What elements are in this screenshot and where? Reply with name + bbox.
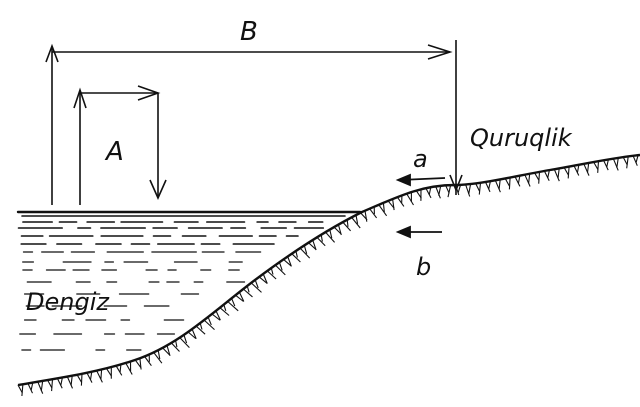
ground-hatch-stroke: [317, 237, 325, 246]
arrow-a: [398, 175, 445, 185]
ground-hatch-stroke: [365, 211, 367, 222]
ground-hatch-stroke: [594, 162, 599, 170]
ground-hatch-stroke: [617, 158, 619, 168]
ground-hatch-stroke: [176, 340, 177, 347]
ground-hatch-stroke: [623, 157, 627, 165]
ground-hatch-stroke: [352, 217, 361, 228]
arrow-b-head: [398, 227, 410, 237]
ground-hatch-stroke: [196, 326, 205, 334]
ground-hatch-stroke: [300, 248, 310, 258]
ground-hatch-stroke: [509, 178, 510, 190]
ground-hatch-stroke: [558, 168, 559, 178]
ground-hatch-stroke: [52, 379, 53, 391]
ground-hatch-stroke: [539, 172, 540, 184]
ground-hatch-stroke: [476, 183, 480, 191]
ground-hatch-stroke: [22, 384, 23, 396]
ground-hatch-stroke: [271, 268, 273, 275]
ground-hatch-stroke: [140, 358, 141, 369]
ground-hatch-stroke: [171, 343, 179, 352]
ground-hatch-stroke: [292, 254, 301, 262]
ground-hatch-stroke: [224, 305, 226, 311]
ground-hatch-stroke: [568, 167, 569, 179]
ground-hatch-stroke: [326, 232, 335, 242]
ground-hatch-stroke: [397, 197, 404, 206]
ground-hatch-stroke: [529, 174, 530, 184]
ground-hatch-stroke: [469, 184, 471, 194]
ground-hatch-stroke: [370, 209, 377, 218]
label-b: b: [416, 253, 431, 281]
ground-hatch-stroke: [379, 205, 387, 216]
ground-hatch-stroke: [18, 385, 22, 393]
label-sea: Dengiz: [26, 288, 110, 316]
ground-hatch-stroke: [48, 380, 52, 388]
arrow-a-head: [398, 175, 410, 185]
water-dashes: [19, 222, 324, 350]
ground-hatch-stroke: [126, 363, 133, 375]
ground-hatch-stroke: [220, 308, 229, 316]
ground-hatch-stroke: [588, 163, 589, 173]
ground-hatch-stroke: [627, 156, 629, 168]
label-A: A: [104, 137, 124, 167]
ground-hatch-stroke: [479, 183, 480, 195]
label-land: Quruqlik: [470, 124, 573, 152]
ground-hatch-stroke: [81, 374, 82, 386]
ground-hatch-stroke: [247, 286, 249, 292]
ground-hatch-stroke: [71, 376, 72, 386]
ground-hatch-stroke: [347, 220, 348, 227]
ground-hatch-stroke: [505, 179, 509, 187]
ground-hatch-stroke: [393, 199, 395, 210]
ground-hatch-stroke: [145, 357, 152, 366]
ground-hatch-stroke: [321, 235, 322, 242]
ground-hatch-stroke: [598, 161, 599, 173]
ground-hatching: [18, 155, 638, 396]
ground-hatch-stroke: [101, 370, 102, 380]
ground-hatch-stroke: [41, 381, 42, 391]
ground-hatch-stroke: [439, 186, 441, 196]
ground-hatch-stroke: [564, 168, 569, 176]
label-B: B: [240, 17, 258, 47]
ground-hatch-stroke: [267, 271, 276, 279]
sea-water: [18, 212, 360, 216]
ground-hatch-stroke: [499, 179, 500, 189]
ground-hatch-stroke: [200, 323, 202, 329]
ground-hatch-stroke: [106, 368, 111, 376]
ground-hatch-stroke: [180, 338, 190, 348]
ground-hatch-stroke: [535, 173, 540, 181]
ground-hatch-stroke: [154, 352, 162, 363]
ground-hatch-stroke: [343, 222, 351, 231]
arrow-b: [398, 227, 442, 237]
ground-hatch-stroke: [407, 194, 414, 205]
ground-hatch-stroke: [296, 251, 298, 258]
label-a: a: [413, 145, 428, 173]
ground-hatch-stroke: [77, 375, 82, 383]
